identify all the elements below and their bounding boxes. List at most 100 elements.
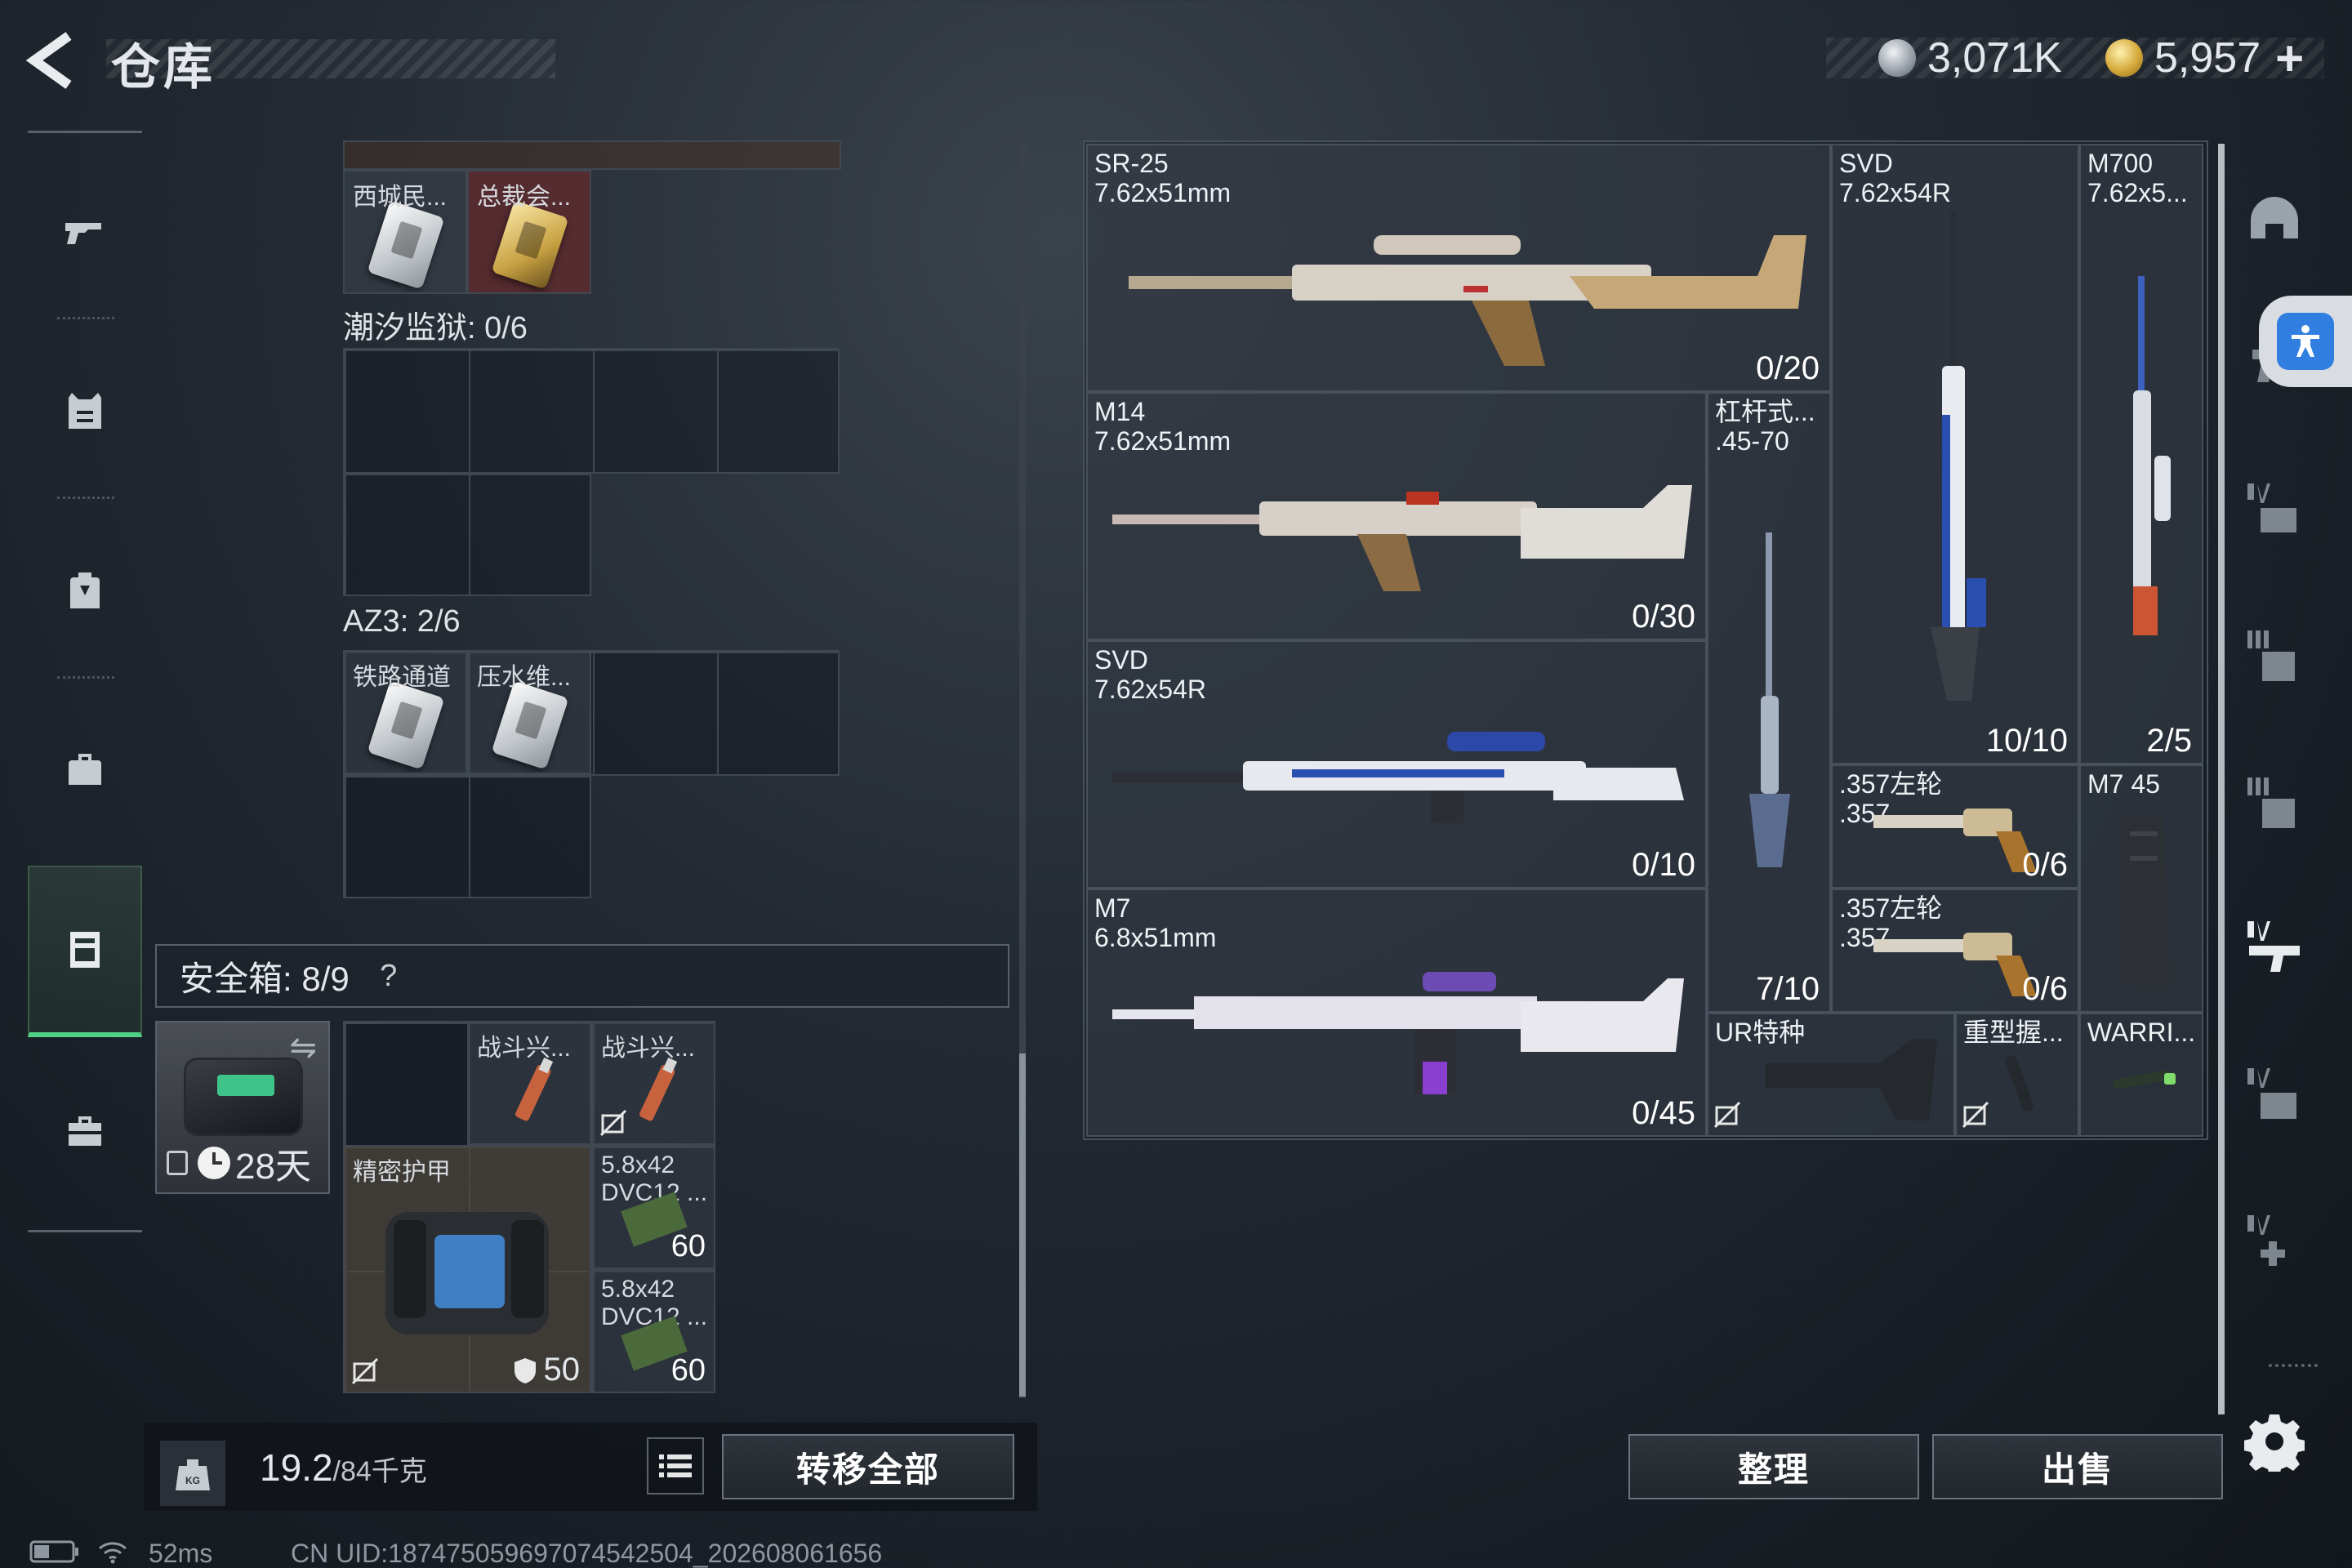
gear-icon (2244, 1414, 2305, 1472)
weapon-ammo-count: 10/10 (1985, 723, 2068, 759)
ammo-box-icon (621, 1316, 688, 1371)
lever-rifle-icon (1749, 532, 1790, 867)
rifle-purple-icon (1112, 972, 1684, 1094)
weapon-svd-vertical[interactable]: SVD 7.62x54R 10/10 (1831, 144, 2079, 764)
weapon-name: M700 7.62x5... (2087, 149, 2188, 207)
keycard-label: 压水维... (477, 664, 572, 691)
attachment-ur-stock[interactable]: UR特种 (1707, 1013, 1955, 1137)
stim-item-2[interactable]: 战斗兴... (591, 1021, 715, 1145)
nav-container[interactable] (28, 866, 142, 1037)
weapon-revolver-2[interactable]: .357左轮 .357 0/6 (1831, 889, 2079, 1013)
revolver-icon (1873, 808, 2037, 872)
weapon-m14[interactable]: M14 7.62x51mm 0/30 (1086, 392, 1707, 640)
sidebar-more-indicator (2269, 1364, 2318, 1367)
page-title: 仓库 (111, 40, 216, 95)
ammo-quantity: 60 (670, 1229, 706, 1263)
kg-weight-icon: KG (176, 1459, 210, 1490)
stock-icon (1766, 1039, 1937, 1120)
weapon-name: SVD 7.62x54R (1094, 645, 1206, 704)
tier-container-icon (2247, 1068, 2296, 1119)
backpack-icon (70, 572, 100, 608)
nav-top-line (28, 131, 142, 133)
rifle-gold-icon (1129, 235, 1806, 366)
weapon-svd[interactable]: SVD 7.62x54R 0/10 (1086, 640, 1707, 889)
keycard-slot-3[interactable]: 铁路通道 (343, 650, 467, 774)
nav-divider (57, 676, 114, 679)
ammo-box-icon (621, 1192, 688, 1247)
weapon-lever-action[interactable]: 杠杆式... .45-70 7/10 (1707, 392, 1831, 1013)
attachment-heavy-grip[interactable]: 重型握... (1955, 1013, 2079, 1137)
tidal-grid-row2[interactable] (343, 472, 591, 596)
syringe-icon (639, 1057, 678, 1121)
gold-coin-icon (2105, 39, 2143, 77)
filter-tier-iii-helmet[interactable] (2238, 621, 2311, 694)
nav-divider (57, 497, 114, 499)
gold-currency[interactable]: 5,957 + (2105, 29, 2304, 87)
sniper-blue-icon (1931, 211, 1986, 701)
gold-amount: 5,957 (2154, 34, 2261, 82)
keycard-slot-2[interactable]: 总裁会... (467, 170, 591, 294)
magazine-icon (2122, 815, 2171, 987)
swap-icon[interactable]: ⇋ (289, 1030, 317, 1066)
weapon-revolver-1[interactable]: .357左轮 .357 0/6 (1831, 764, 2079, 889)
keycard-slot-4[interactable]: 压水维... (467, 650, 591, 774)
ping-text: 52ms (149, 1539, 213, 1568)
stim-label: 战斗兴... (601, 1035, 696, 1062)
nav-weapons[interactable] (28, 145, 142, 317)
battery-icon (29, 1540, 78, 1563)
attachment-warrior[interactable]: WARRI... (2079, 1013, 2203, 1137)
filter-tier-iv-rifle[interactable] (2238, 911, 2311, 985)
stash-partial-row (343, 140, 841, 170)
organize-button[interactable]: 整理 (1628, 1434, 1919, 1499)
az3-grid-row2[interactable] (343, 774, 591, 898)
keycard-white-icon (367, 200, 445, 290)
safe-case-item[interactable]: ⇋ 28天 (155, 1021, 330, 1194)
filter-tier-iv-medical[interactable] (2238, 1205, 2311, 1279)
stash-scrollbar[interactable] (1019, 140, 1026, 1398)
section-tidal-prison: 潮汐监狱: 0/6 (343, 311, 528, 345)
help-icon[interactable]: ? (380, 958, 398, 993)
gun-icon (65, 223, 101, 244)
uid-text: CN UID:18747505969707454250​4_2026080616… (291, 1539, 883, 1568)
ammo-item-1[interactable]: 5.8x42 DVC12 ... 60 (591, 1145, 715, 1269)
helmet-icon (2251, 197, 2298, 238)
weapon-m700[interactable]: M700 7.62x5... 2/5 (2079, 144, 2203, 764)
filter-tier-iv-container[interactable] (2238, 1058, 2311, 1132)
armor-item[interactable]: 精密护甲 50 (343, 1145, 591, 1393)
weapon-sr25[interactable]: SR-25 7.62x51mm 0/20 (1086, 144, 1831, 392)
nav-backpack[interactable] (28, 505, 142, 676)
tidal-grid-row1[interactable] (343, 348, 840, 474)
stash-scroll-thumb[interactable] (1019, 1054, 1026, 1396)
add-gold-button[interactable]: + (2275, 30, 2305, 86)
syringe-icon (515, 1057, 554, 1121)
transfer-all-button[interactable]: 转移全部 (722, 1434, 1014, 1499)
no-trade-icon (351, 1357, 379, 1385)
nav-bag[interactable] (28, 684, 142, 856)
list-icon (659, 1454, 692, 1477)
filter-tier-iii-bag[interactable] (2238, 768, 2311, 841)
keycard-white-icon (491, 680, 569, 770)
back-button[interactable] (23, 29, 80, 91)
weight-current: 19.2 (260, 1446, 333, 1489)
vest-icon (69, 393, 101, 429)
filter-tier-iv-armor[interactable] (2238, 474, 2311, 547)
accessibility-button[interactable] (2259, 296, 2352, 387)
sniper-blue-horizontal-icon (1112, 732, 1684, 823)
weapon-ammo-count: 2/5 (2146, 723, 2192, 759)
magazine-m7[interactable]: M7 45 (2079, 764, 2203, 1013)
keycard-slot-1[interactable]: 西城民... (343, 170, 467, 294)
nav-toolbox[interactable] (28, 1045, 142, 1217)
tier-armor-icon (2247, 483, 2296, 532)
settings-button[interactable] (2238, 1405, 2311, 1478)
wifi-icon (99, 1542, 127, 1564)
list-view-button[interactable] (647, 1437, 704, 1494)
stim-item-1[interactable]: 战斗兴... (467, 1021, 591, 1145)
nav-armor[interactable] (28, 325, 142, 497)
filter-all[interactable] (2238, 183, 2311, 256)
weapon-scroll-thumb[interactable] (2218, 144, 2225, 1414)
sell-button[interactable]: 出售 (1932, 1434, 2223, 1499)
weapon-m7[interactable]: M7 6.8x51mm 0/45 (1086, 889, 1707, 1137)
ammo-item-2[interactable]: 5.8x42 DVC12 ... 60 (591, 1269, 715, 1393)
nav-bottom-line (28, 1230, 142, 1232)
weapon-name: M7 45 (2087, 769, 2160, 799)
